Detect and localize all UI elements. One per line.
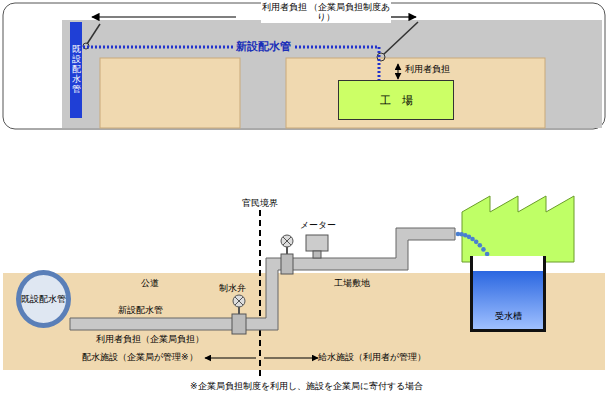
leader-dot	[377, 53, 385, 61]
valve-handle	[235, 297, 243, 305]
block	[286, 58, 545, 128]
valve	[232, 314, 246, 334]
valve-handle	[235, 297, 243, 305]
boundary-line	[259, 210, 261, 380]
edge-label: 新設配水管	[234, 41, 293, 54]
factory-box: 工 場	[338, 80, 454, 120]
cost-label: 利用者負担 （企業局負担制度あり）	[261, 2, 391, 23]
meter	[313, 251, 321, 258]
node-text: 既設配水管	[21, 293, 66, 306]
valve-handle	[283, 237, 291, 245]
span-arrow	[398, 64, 399, 79]
main-pipe-band: 既設配水管	[70, 22, 82, 118]
pipe	[70, 228, 455, 330]
node-text: 受水槽	[495, 310, 522, 323]
span-label: 給水施設（利用者が管理）	[318, 352, 426, 362]
span-arrow	[264, 358, 318, 359]
road	[240, 20, 286, 128]
meter	[306, 235, 328, 251]
cost-label: 利用者負担	[405, 64, 450, 74]
node-text: 既設配水管	[72, 45, 81, 94]
valve-handle	[281, 235, 293, 247]
leader-dot	[83, 43, 89, 49]
new-pipe-connector	[83, 47, 379, 80]
valve-label: 制水弁	[219, 283, 246, 293]
valve-handle	[283, 237, 291, 245]
road	[62, 20, 602, 58]
meter-label: メーター	[300, 220, 336, 230]
span-arrow	[92, 16, 236, 17]
valve-handle	[233, 295, 245, 307]
leader	[384, 22, 418, 54]
span-label: 配水施設（企業局が管理※）	[82, 352, 198, 362]
road	[62, 20, 100, 128]
block	[100, 58, 240, 128]
map-panel	[3, 3, 605, 129]
factory	[462, 196, 574, 262]
water-tank: 受水槽	[470, 256, 546, 332]
span-arrow	[205, 358, 256, 359]
boundary-label: 官民境界	[242, 198, 278, 208]
cost-label: 利用者負担（企業局負担）	[96, 334, 204, 344]
valve	[281, 254, 293, 274]
area-label: 工場敷地	[334, 278, 370, 288]
road	[545, 20, 602, 128]
pipe-label: 新設配水管	[118, 305, 163, 315]
node-text: 工 場	[380, 93, 413, 108]
leader	[87, 24, 100, 44]
area-label: 公道	[141, 278, 159, 288]
main-pipe-circle: 既設配水管	[16, 270, 71, 328]
footnote: ※企業局負担制度を利用し、施設を企業局に寄付する場合	[190, 381, 423, 391]
